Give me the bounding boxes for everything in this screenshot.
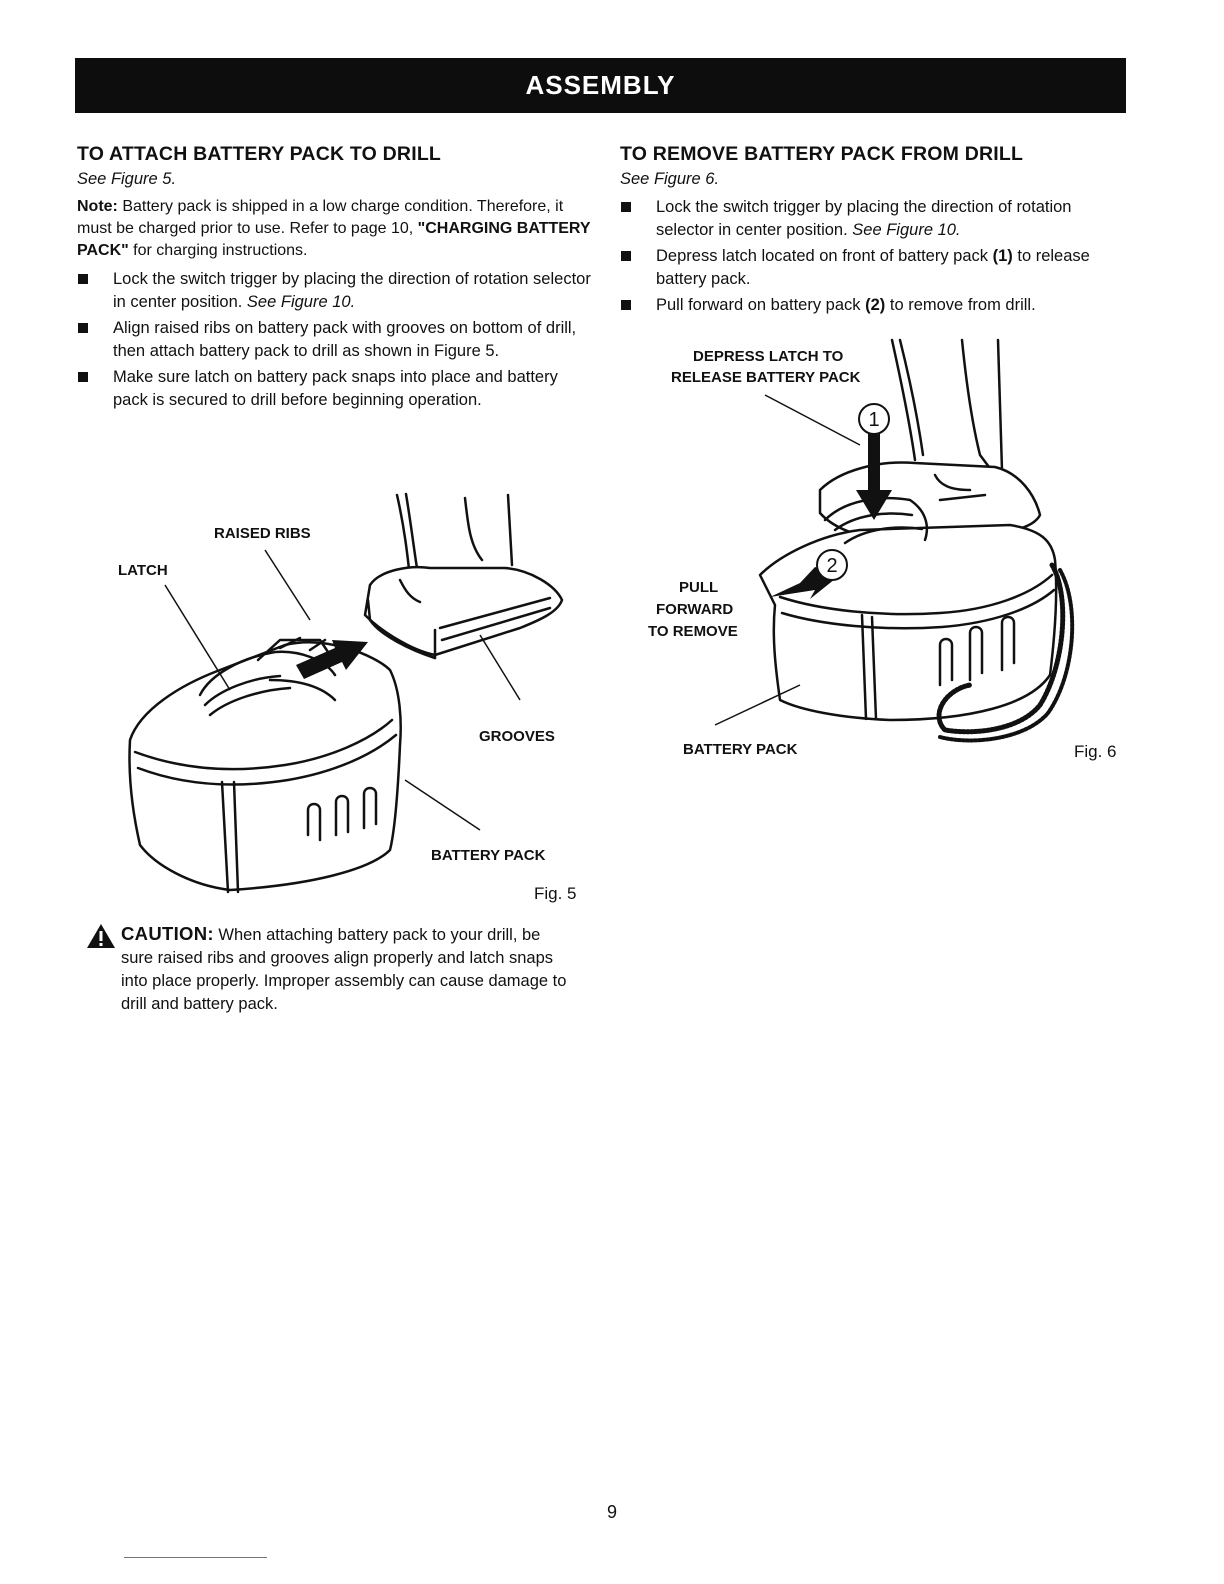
attach-steps: Lock the switch trigger by placing the d…: [77, 268, 592, 412]
list-item: Depress latch located on front of batter…: [620, 245, 1125, 291]
bullet-square-icon: [78, 274, 88, 284]
figure-6-illustration: 1 2 DEPRESS LATCH TO RELEASE BATTERY PAC…: [648, 338, 1117, 761]
attach-note: Note: Battery pack is shipped in a low c…: [77, 196, 592, 262]
label-grooves: GROOVES: [479, 728, 555, 745]
remove-see-figure: See Figure 6.: [620, 170, 720, 188]
remove-steps: Lock the switch trigger by placing the d…: [620, 196, 1125, 317]
figure-5: RAISED RIBS LATCH GROOVES BATTERY PACK F…: [110, 490, 600, 910]
label-raised-ribs: RAISED RIBS: [214, 525, 311, 542]
list-item: Pull forward on battery pack (2) to remo…: [620, 294, 1125, 317]
callout-2: 2: [826, 555, 837, 577]
remove-section: TO REMOVE BATTERY PACK FROM DRILL See Fi…: [620, 140, 1125, 320]
list-item: Lock the switch trigger by placing the d…: [620, 196, 1125, 242]
bullet-square-icon: [621, 251, 631, 261]
label-depress-latch-line-1: DEPRESS LATCH TO: [693, 348, 844, 365]
warning-triangle-icon: [87, 924, 115, 948]
list-item: Make sure latch on battery pack snaps in…: [77, 366, 592, 412]
label-pull-line-2: FORWARD: [656, 601, 733, 618]
bullet-square-icon: [78, 323, 88, 333]
caution-text: When attaching battery pack to your dril…: [121, 926, 567, 1013]
bullet-square-icon: [621, 300, 631, 310]
note-reference: "CHARGING BATTERY PACK": [77, 220, 591, 259]
figure-6: 1 2 DEPRESS LATCH TO RELEASE BATTERY PAC…: [640, 335, 1130, 775]
note-text-2: for charging instructions.: [128, 242, 308, 259]
label-pull-line-1: PULL: [679, 579, 718, 596]
list-item: Align raised ribs on battery pack with g…: [77, 317, 592, 363]
bullet-square-icon: [621, 202, 631, 212]
label-pull-line-3: TO REMOVE: [648, 623, 738, 640]
label-battery-pack: BATTERY PACK: [683, 741, 798, 758]
list-item: Lock the switch trigger by placing the d…: [77, 268, 592, 314]
callout-1: 1: [868, 409, 879, 431]
figure-6-caption: Fig. 6: [1074, 742, 1117, 761]
figure-5-caption: Fig. 5: [534, 884, 577, 903]
section-title: ASSEMBLY: [525, 70, 676, 100]
label-battery-pack: BATTERY PACK: [431, 847, 546, 864]
page-number: 9: [606, 1502, 617, 1522]
bullet-square-icon: [78, 372, 88, 382]
caution-label: CAUTION:: [121, 923, 214, 944]
attach-heading: TO ATTACH BATTERY PACK TO DRILL: [77, 143, 442, 165]
attach-see-figure: See Figure 5.: [77, 170, 177, 188]
remove-heading: TO REMOVE BATTERY PACK FROM DRILL: [620, 143, 1024, 165]
label-latch: LATCH: [118, 562, 168, 579]
attach-section: TO ATTACH BATTERY PACK TO DRILL See Figu…: [77, 140, 592, 415]
caution-notice: CAUTION: When attaching battery pack to …: [77, 922, 577, 1016]
note-text-1: Battery pack is shipped in a low charge …: [77, 198, 564, 237]
section-banner: ASSEMBLY: [75, 58, 1126, 113]
footer-rule: [124, 1557, 267, 1558]
label-depress-latch-line-2: RELEASE BATTERY PACK: [671, 369, 861, 386]
figure-5-illustration: RAISED RIBS LATCH GROOVES BATTERY PACK F…: [118, 492, 577, 903]
note-label: Note:: [77, 198, 118, 215]
